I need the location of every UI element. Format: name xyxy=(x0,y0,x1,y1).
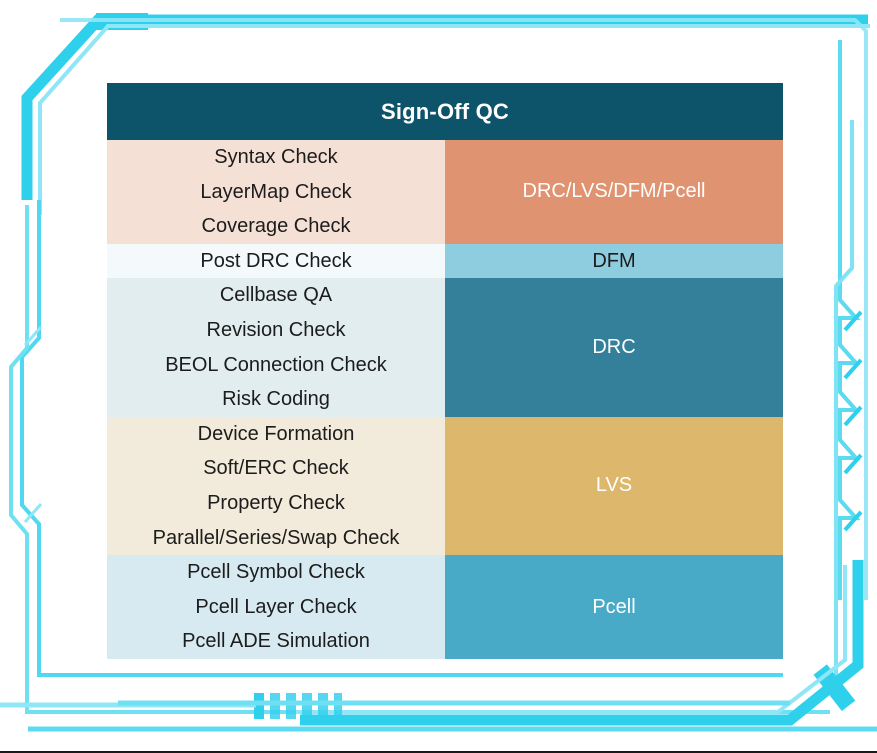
table-row-pcell: Pcell Symbol Check Pcell Layer Check Pce… xyxy=(107,555,783,659)
check-list-lvs: Device Formation Soft/ERC Check Property… xyxy=(107,416,445,556)
tag-drc: DRC xyxy=(445,278,783,417)
connector-pin xyxy=(254,693,264,719)
check-list-pcell: Pcell Symbol Check Pcell Layer Check Pce… xyxy=(107,555,445,659)
connector-pin xyxy=(318,693,328,719)
connector-pin xyxy=(334,693,342,719)
check-item: LayerMap Check xyxy=(200,180,352,203)
tag-pcell: Pcell xyxy=(445,555,783,659)
tag-signoff: DRC/LVS/DFM/Pcell xyxy=(445,140,783,244)
check-item: Cellbase QA xyxy=(219,284,333,307)
table-header-row: Sign-Off QC xyxy=(107,83,783,140)
trace-right-notch-2 xyxy=(843,358,863,380)
check-list-dfm: Post DRC Check xyxy=(107,243,445,279)
check-item: Risk Coding xyxy=(222,388,330,411)
page-title: Sign-Off QC xyxy=(107,83,783,140)
check-item: Coverage Check xyxy=(201,215,351,238)
check-item: Parallel/Series/Swap Check xyxy=(152,526,400,549)
table-row-dfm: Post DRC Check DFM xyxy=(107,243,783,279)
trace-right-notch-1 xyxy=(843,310,863,332)
check-item: Device Formation xyxy=(197,422,355,445)
check-item: Syntax Check xyxy=(214,146,338,168)
sign-off-qc-table: Sign-Off QC Syntax Check LayerMap Check … xyxy=(107,83,783,659)
check-item: Property Check xyxy=(207,491,345,514)
table-row-signoff: Syntax Check LayerMap Check Coverage Che… xyxy=(107,140,783,244)
check-item: Revision Check xyxy=(206,318,346,341)
trace-right-notch-4 xyxy=(843,453,863,475)
trace-left-jog-tick-upper xyxy=(23,326,43,346)
trace-left-jog-tick-lower xyxy=(23,503,43,523)
trace-node-bottom-right xyxy=(813,664,856,712)
connector-pin xyxy=(302,693,312,719)
check-item: Soft/ERC Check xyxy=(203,457,349,480)
trace-right-stepped-inner xyxy=(834,120,854,700)
trace-right-notch-5 xyxy=(843,510,863,532)
connector-pin-group xyxy=(254,693,342,719)
table-body: Syntax Check LayerMap Check Coverage Che… xyxy=(107,140,783,659)
table-row-lvs: Device Formation Soft/ERC Check Property… xyxy=(107,416,783,556)
check-item: Pcell Layer Check xyxy=(195,595,357,618)
connector-pin xyxy=(286,693,296,719)
check-item: Pcell Symbol Check xyxy=(187,561,365,584)
check-list-signoff: Syntax Check LayerMap Check Coverage Che… xyxy=(107,140,445,244)
table-row-drc: Cellbase QA Revision Check BEOL Connecti… xyxy=(107,278,783,417)
check-item: BEOL Connection Check xyxy=(165,353,387,376)
check-list-drc: Cellbase QA Revision Check BEOL Connecti… xyxy=(107,278,445,417)
connector-pin xyxy=(270,693,280,719)
tag-dfm: DFM xyxy=(445,243,783,279)
trace-right-notch-3 xyxy=(843,405,863,427)
check-item: Pcell ADE Simulation xyxy=(182,630,370,653)
trace-right-stepped xyxy=(838,40,861,600)
trace-node-top-left xyxy=(96,13,148,30)
tag-lvs: LVS xyxy=(445,416,783,556)
check-item: Post DRC Check xyxy=(200,249,352,272)
